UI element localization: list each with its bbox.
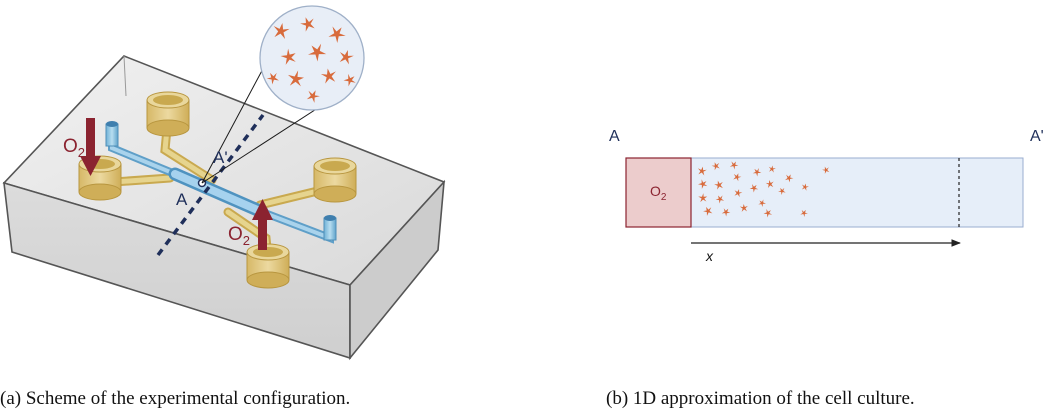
well-right <box>313 157 357 203</box>
chip-right-face <box>349 179 446 361</box>
well-left <box>78 155 122 201</box>
end-label-a: A <box>609 128 620 145</box>
oxygen-label-right: O2 <box>228 224 250 248</box>
oxygen-arrow-right-icon <box>252 199 273 250</box>
culture-domain <box>625 157 1024 228</box>
oxygen-label-left: O2 <box>63 136 85 160</box>
x-axis-label: x <box>705 248 714 264</box>
panel-b-illustration: A A' O2 x <box>609 128 1044 264</box>
caption-panel-b: (b) 1D approximation of the cell culture… <box>606 388 915 409</box>
cell-magnifier-icon <box>201 5 365 184</box>
inlet-pipe-left <box>105 121 119 147</box>
reservoir-label: O2 <box>650 183 667 203</box>
microfluidic-chip-icon <box>2 55 446 361</box>
caption-panel-a: (a) Scheme of the experimental configura… <box>0 388 351 409</box>
oxygen-arrow-left-icon <box>80 118 101 176</box>
well-bottom <box>246 243 290 289</box>
end-label-a-prime: A' <box>1030 128 1044 145</box>
panel-a-illustration: O2 O2 A A' <box>2 5 446 361</box>
section-label-a-prime: A' <box>213 148 228 167</box>
outlet-pipe-right <box>323 215 337 241</box>
section-label-a: A <box>176 190 188 209</box>
oxygen-reservoir <box>625 157 692 228</box>
section-line <box>156 113 265 257</box>
well-top <box>146 91 190 137</box>
